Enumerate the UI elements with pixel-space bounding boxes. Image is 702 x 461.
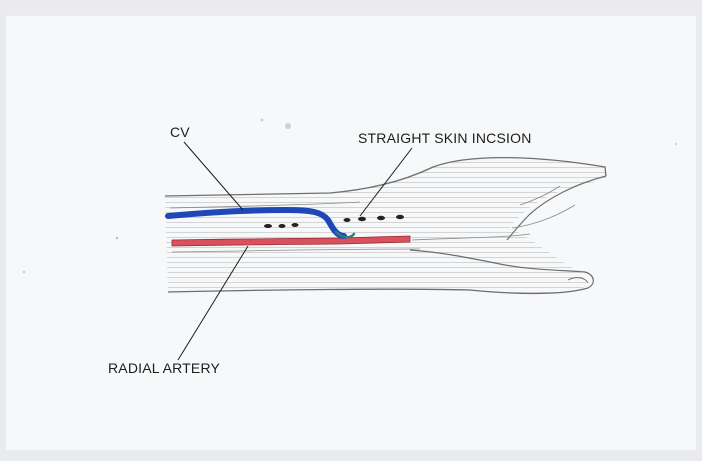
- incision-mark: [396, 215, 404, 219]
- incision-mark: [358, 217, 366, 221]
- paper-speck: [116, 237, 118, 239]
- paper-speck: [285, 123, 291, 129]
- incision-mark: [264, 224, 272, 228]
- paper-speck: [675, 143, 677, 145]
- incision-mark: [279, 224, 286, 228]
- radial-artery-label: RADIAL ARTERY: [108, 360, 220, 376]
- incision-label: STRAIGHT SKIN INCSION: [358, 130, 532, 146]
- paper-speck: [23, 271, 25, 273]
- cv-label: CV: [170, 124, 190, 140]
- incision-mark: [292, 223, 299, 227]
- incision-mark: [344, 218, 351, 222]
- paper-fold-shadow: [6, 10, 696, 16]
- incision-mark: [377, 216, 385, 220]
- paper-speck: [261, 119, 264, 122]
